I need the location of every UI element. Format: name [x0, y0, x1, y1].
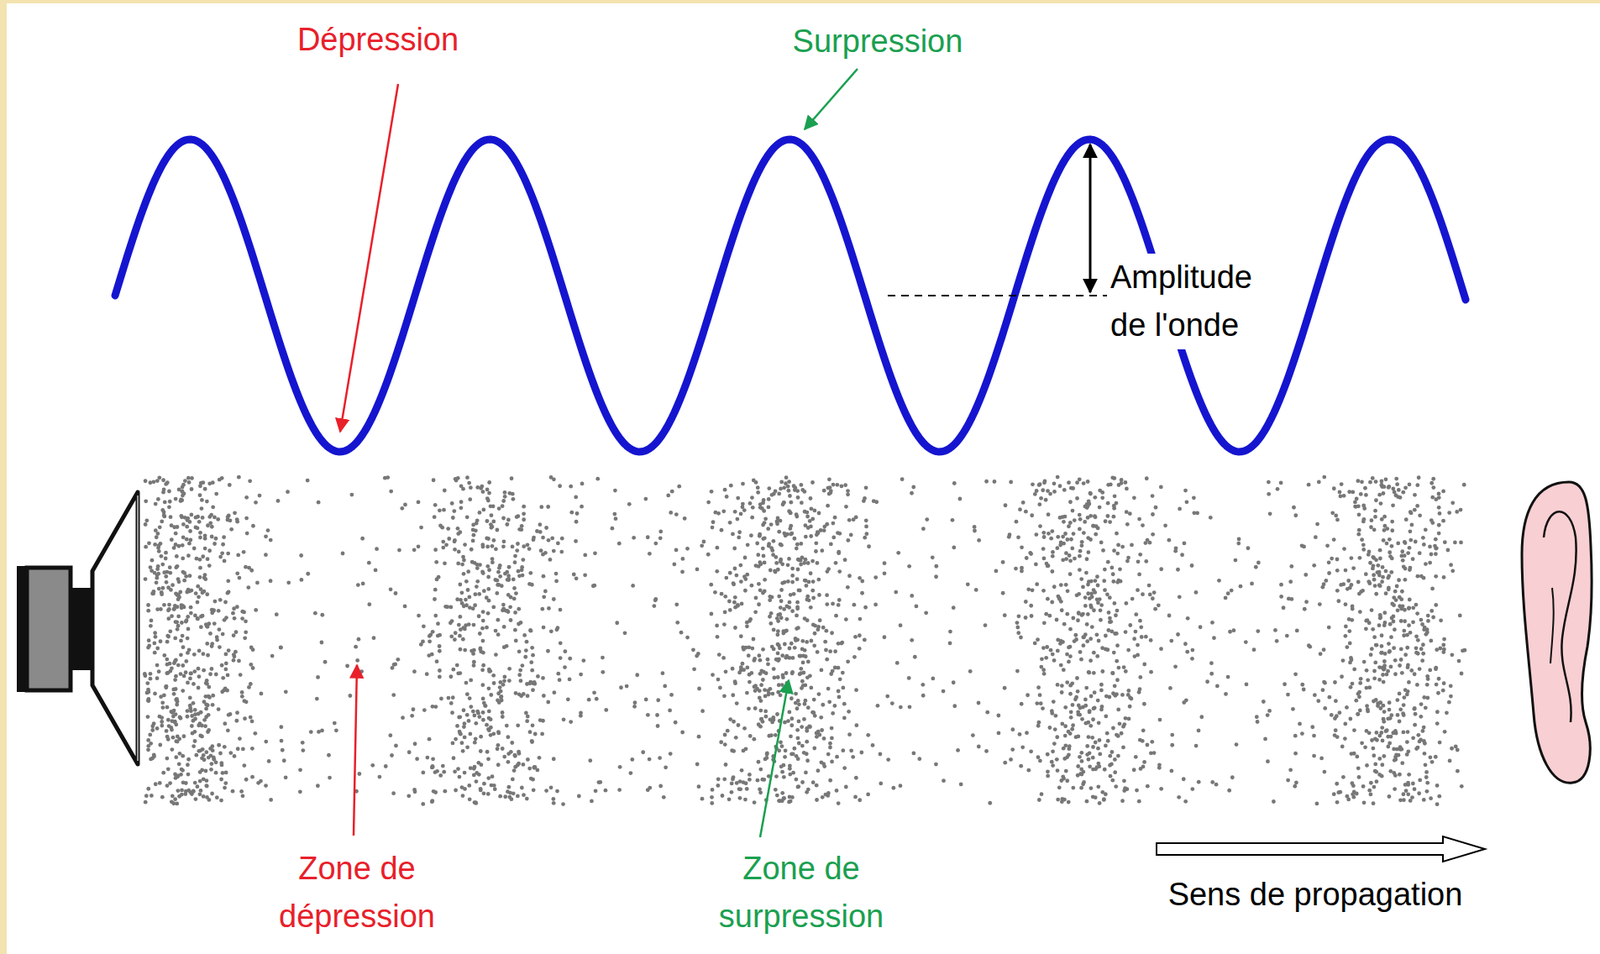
leader-line: [804, 68, 858, 130]
leader-line: [340, 83, 399, 432]
label-text: Surpression: [792, 18, 964, 65]
wave-curve: [115, 139, 1466, 452]
ear: [1521, 482, 1592, 783]
leader-line: [760, 680, 789, 838]
amplitude-arrow: [1089, 144, 1092, 293]
label-text: Amplitude de l'onde: [1106, 253, 1291, 350]
air-particles: [142, 475, 1467, 807]
loudspeaker: [16, 492, 138, 765]
label-text: Sens de propagation: [1168, 871, 1464, 919]
leader-line: [353, 665, 357, 836]
pressure-wave: [115, 139, 1466, 452]
label-text: Zone de dépression: [260, 844, 454, 941]
label-text: Zone de surpression: [696, 844, 907, 941]
propagation-arrow: [1156, 836, 1485, 862]
label-text: Dépression: [297, 16, 459, 63]
